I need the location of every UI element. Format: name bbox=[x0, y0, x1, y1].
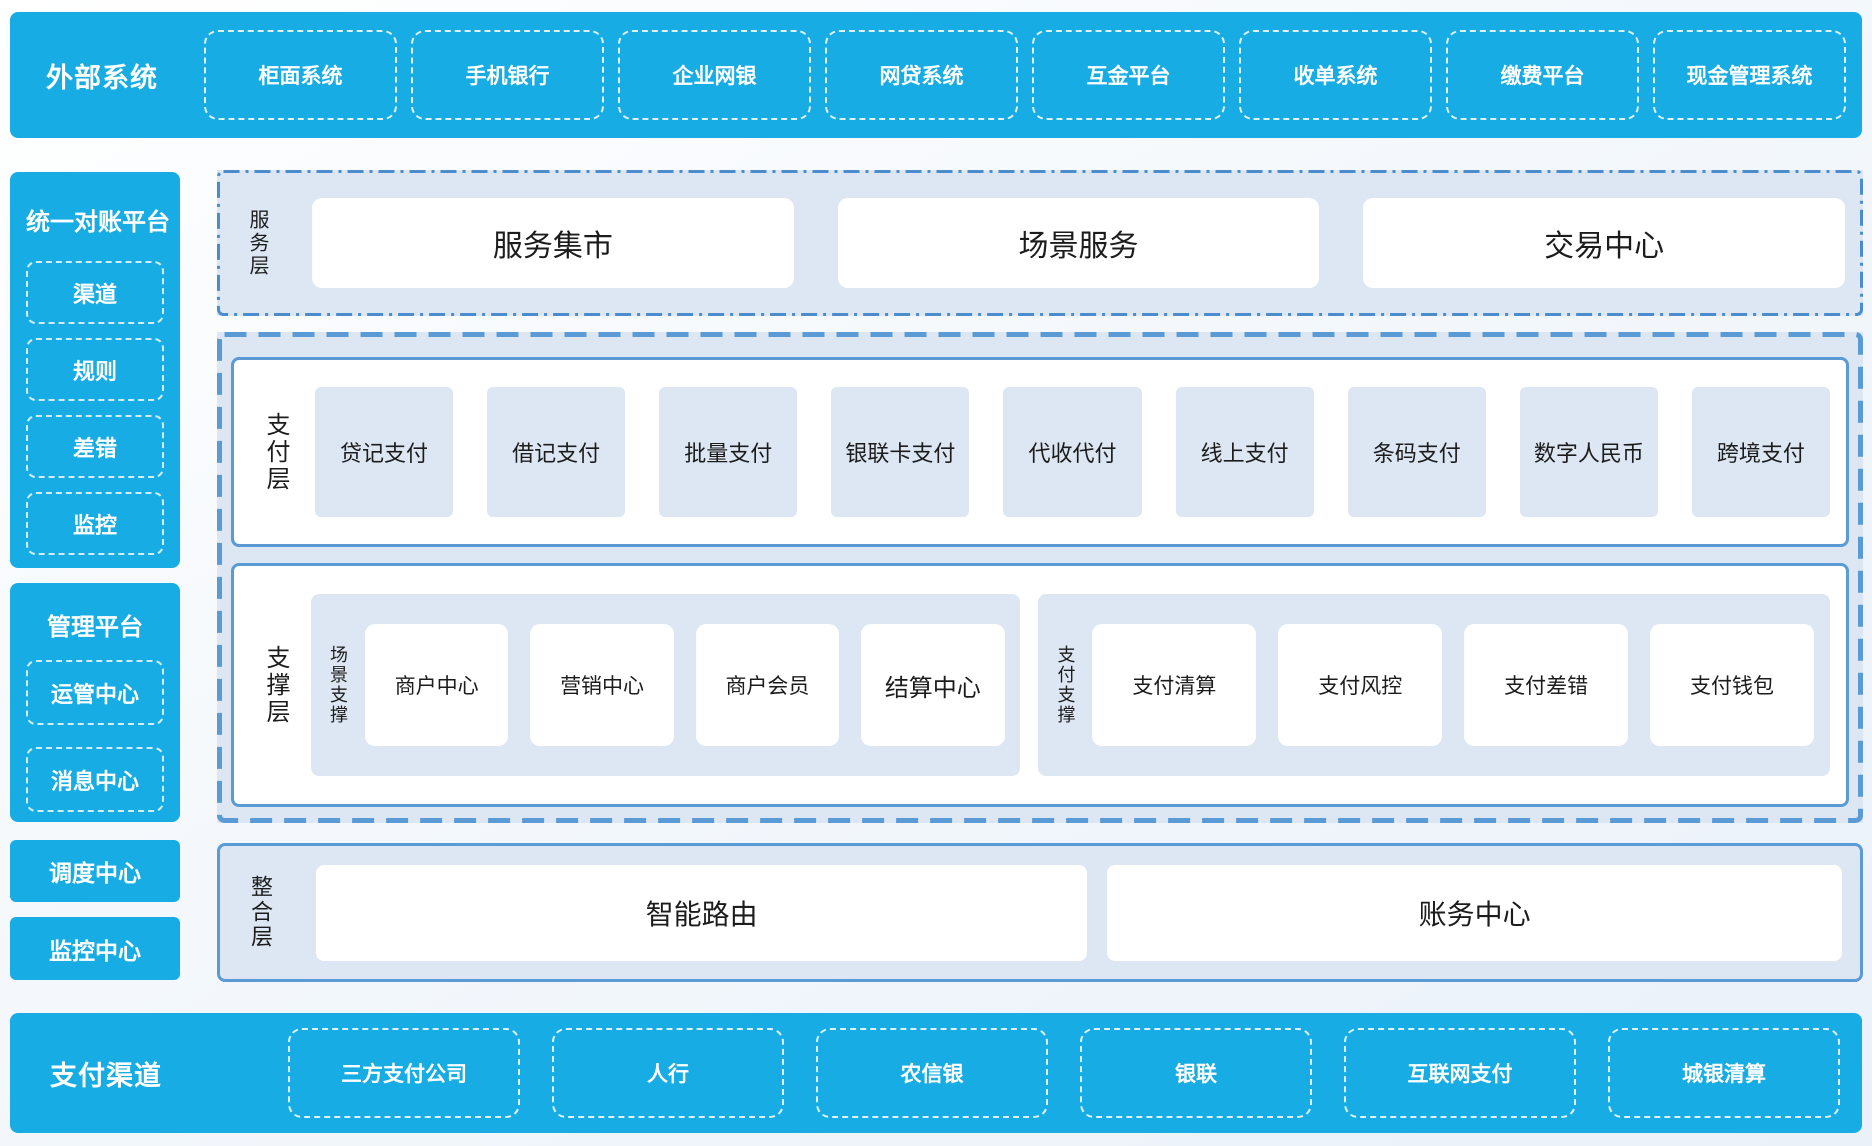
service-layer-items: 服务集市 场景服务 交易中心 bbox=[312, 198, 1846, 288]
service-layer-label: 服务层 bbox=[246, 208, 268, 278]
scenario-support-group: 场景支撑 商户中心 营销中心 商户会员 结算中心 bbox=[311, 594, 1021, 776]
payment-tile-online: 线上支付 bbox=[1175, 387, 1314, 517]
channel-item-rural-credit-bank: 农信银 bbox=[816, 1028, 1048, 1118]
external-system-item-mobile-banking: 手机银行 bbox=[411, 30, 604, 120]
payment-tile-debit: 借记支付 bbox=[487, 387, 626, 517]
management-platform-block: 管理平台 运管中心 消息中心 bbox=[10, 583, 180, 822]
external-system-item-online-loan: 网贷系统 bbox=[825, 30, 1018, 120]
reconciliation-platform-items: 渠道 规则 差错 监控 bbox=[26, 261, 164, 555]
payment-support-label: 支付支撑 bbox=[1055, 645, 1076, 725]
support-tile-payment-risk-control: 支付风控 bbox=[1278, 624, 1443, 746]
channel-item-pboc: 人行 bbox=[552, 1028, 784, 1118]
support-tile-payment-discrepancy: 支付差错 bbox=[1464, 624, 1629, 746]
payment-tile-unionpay-card: 银联卡支付 bbox=[831, 387, 970, 517]
management-item-message-center: 消息中心 bbox=[26, 747, 164, 812]
scenario-support-tiles: 商户中心 营销中心 商户会员 结算中心 bbox=[365, 624, 1005, 746]
payment-tile-barcode: 条码支付 bbox=[1347, 387, 1486, 517]
support-tile-merchant-center: 商户中心 bbox=[365, 624, 509, 746]
payment-channels-title: 支付渠道 bbox=[50, 1060, 162, 1091]
payment-layer-label: 支付层 bbox=[262, 411, 289, 493]
support-tile-settlement-center: 结算中心 bbox=[861, 624, 1005, 746]
payment-tile-cross-border: 跨境支付 bbox=[1691, 387, 1830, 517]
integration-layer-items: 智能路由 账务中心 bbox=[316, 864, 1842, 961]
integration-layer: 整合层 智能路由 账务中心 bbox=[217, 843, 1863, 982]
payment-channels-items: 三方支付公司 人行 农信银 银联 互联网支付 城银清算 bbox=[288, 1028, 1840, 1118]
support-layer: 支撑层 场景支撑 商户中心 营销中心 商户会员 结算中心 支付支撑 支付清算 支… bbox=[231, 563, 1849, 807]
external-systems-title: 外部系统 bbox=[46, 62, 158, 93]
service-item-transaction-center: 交易中心 bbox=[1363, 198, 1846, 288]
scenario-support-label: 场景支撑 bbox=[328, 645, 348, 725]
channel-item-city-bank-clearing: 城银清算 bbox=[1608, 1028, 1840, 1118]
external-system-item-bill-payment: 缴费平台 bbox=[1446, 30, 1639, 120]
support-tile-merchant-member: 商户会员 bbox=[695, 624, 840, 746]
payment-tile-credit: 贷记支付 bbox=[315, 387, 454, 517]
management-platform-title: 管理平台 bbox=[47, 614, 143, 641]
external-system-item-cash-management: 现金管理系统 bbox=[1653, 30, 1846, 120]
external-system-item-fintech-platform: 互金平台 bbox=[1032, 30, 1225, 120]
external-system-item-counter: 柜面系统 bbox=[204, 30, 397, 120]
payment-layer: 支付层 贷记支付 借记支付 批量支付 银联卡支付 代收代付 线上支付 条码支付 … bbox=[231, 357, 1849, 547]
integration-item-accounting-center: 账务中心 bbox=[1107, 864, 1842, 961]
reconciliation-item-channel: 渠道 bbox=[26, 261, 164, 324]
support-tile-marketing-center: 营销中心 bbox=[530, 624, 674, 746]
reconciliation-platform-block: 统一对账平台 渠道 规则 差错 监控 bbox=[10, 172, 180, 568]
payment-tile-batch: 批量支付 bbox=[659, 387, 798, 517]
external-system-item-corporate-ebank: 企业网银 bbox=[618, 30, 811, 120]
payment-tile-digital-rmb: 数字人民币 bbox=[1519, 387, 1658, 517]
support-layer-label: 支撑层 bbox=[262, 644, 289, 726]
external-system-item-acquiring: 收单系统 bbox=[1239, 30, 1432, 120]
channel-item-internet-payment: 互联网支付 bbox=[1344, 1028, 1576, 1118]
integration-layer-label: 整合层 bbox=[248, 875, 273, 950]
payment-layer-tiles: 贷记支付 借记支付 批量支付 银联卡支付 代收代付 线上支付 条码支付 数字人民… bbox=[315, 387, 1830, 517]
channel-item-unionpay: 银联 bbox=[1080, 1028, 1312, 1118]
management-item-operations-center: 运管中心 bbox=[26, 660, 164, 725]
dispatch-center-block: 调度中心 bbox=[10, 840, 180, 902]
payment-support-group: 支付支撑 支付清算 支付风控 支付差错 支付钱包 bbox=[1038, 594, 1830, 776]
reconciliation-item-monitoring: 监控 bbox=[26, 492, 164, 555]
integration-item-smart-routing: 智能路由 bbox=[316, 864, 1088, 961]
service-item-service-market: 服务集市 bbox=[312, 198, 794, 288]
reconciliation-item-rules: 规则 bbox=[26, 338, 164, 401]
reconciliation-item-discrepancy: 差错 bbox=[26, 415, 164, 478]
external-systems-items: 柜面系统 手机银行 企业网银 网贷系统 互金平台 收单系统 缴费平台 现金管理系… bbox=[204, 30, 1846, 120]
service-item-scenario-service: 场景服务 bbox=[837, 198, 1320, 288]
channel-item-third-party-payment: 三方支付公司 bbox=[288, 1028, 520, 1118]
external-systems-band: 外部系统 柜面系统 手机银行 企业网银 网贷系统 互金平台 收单系统 缴费平台 … bbox=[10, 12, 1862, 138]
payment-channels-band: 支付渠道 三方支付公司 人行 农信银 银联 互联网支付 城银清算 bbox=[10, 1013, 1862, 1133]
payment-support-tiles: 支付清算 支付风控 支付差错 支付钱包 bbox=[1092, 624, 1814, 746]
payment-tile-collection-agency: 代收代付 bbox=[1003, 387, 1142, 517]
reconciliation-platform-title: 统一对账平台 bbox=[26, 209, 170, 236]
support-tile-payment-clearing: 支付清算 bbox=[1092, 624, 1257, 746]
support-layer-groups: 场景支撑 商户中心 营销中心 商户会员 结算中心 支付支撑 支付清算 支付风控 … bbox=[311, 594, 1830, 776]
support-tile-payment-wallet: 支付钱包 bbox=[1650, 624, 1814, 746]
payment-support-container: 支付层 贷记支付 借记支付 批量支付 银联卡支付 代收代付 线上支付 条码支付 … bbox=[217, 332, 1863, 823]
management-platform-items: 运管中心 消息中心 bbox=[26, 660, 164, 812]
monitor-center-block: 监控中心 bbox=[10, 917, 180, 980]
service-layer: 服务层 服务集市 场景服务 交易中心 bbox=[217, 170, 1863, 316]
